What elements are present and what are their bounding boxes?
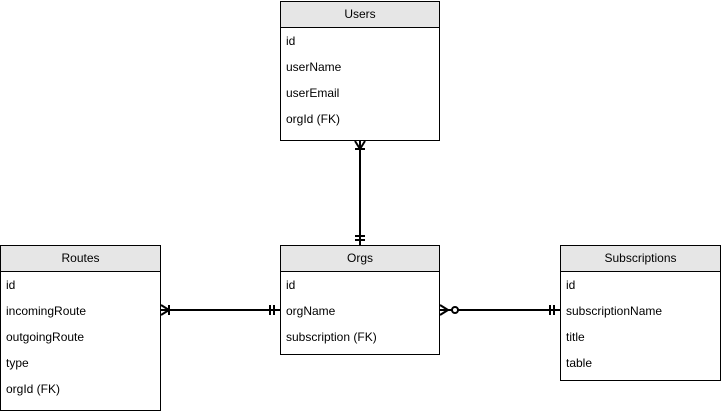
entity-subscriptions[interactable]: Subscriptions id subscriptionName title …: [560, 245, 721, 381]
crowfoot-zero-many-orgs: [439, 304, 459, 316]
field-users-id: id: [286, 34, 296, 48]
field-subscriptions-subscriptionname: subscriptionName: [566, 304, 663, 318]
field-subscriptions-table: table: [566, 356, 593, 370]
field-orgs-subscription: subscription (FK): [286, 330, 377, 344]
field-routes-type: type: [6, 356, 29, 370]
entity-fields-routes: id incomingRoute outgoingRoute type orgI…: [1, 272, 160, 402]
entity-fields-subscriptions: id subscriptionName title table: [561, 272, 720, 376]
field-orgs-id: id: [286, 278, 296, 292]
field-users-username: userName: [286, 60, 342, 74]
mark-one-mandatory-orgs-top: [355, 235, 365, 241]
entity-header-subscriptions: Subscriptions: [561, 246, 720, 272]
entity-header-orgs: Orgs: [281, 246, 439, 272]
relationship-users-orgs: [354, 140, 366, 245]
field-routes-orgid: orgId (FK): [6, 382, 61, 396]
field-subscriptions-id: id: [566, 278, 576, 292]
mark-one-mandatory-orgs-left: [269, 305, 275, 315]
entity-users[interactable]: Users id userName userEmail orgId (FK): [280, 1, 440, 141]
field-routes-outgoingroute: outgoingRoute: [6, 330, 85, 344]
crowfoot-many-users: [354, 140, 366, 150]
entity-fields-orgs: id orgName subscription (FK): [281, 272, 439, 350]
crowfoot-many-routes: [160, 304, 170, 316]
entity-fields-users: id userName userEmail orgId (FK): [281, 28, 439, 132]
relationship-routes-orgs: [160, 304, 280, 316]
field-users-useremail: userEmail: [286, 86, 340, 100]
entity-header-users: Users: [281, 2, 439, 28]
field-orgs-orgname: orgName: [286, 304, 336, 318]
field-subscriptions-title: title: [566, 330, 585, 344]
field-routes-id: id: [6, 278, 16, 292]
entity-header-routes: Routes: [1, 246, 160, 272]
entity-routes[interactable]: Routes id incomingRoute outgoingRoute ty…: [0, 245, 161, 411]
field-routes-incomingroute: incomingRoute: [6, 304, 87, 318]
entity-orgs[interactable]: Orgs id orgName subscription (FK): [280, 245, 440, 355]
relationship-orgs-subscriptions: [439, 304, 560, 316]
field-users-orgid: orgId (FK): [286, 112, 341, 126]
mark-one-mandatory-subscriptions: [549, 305, 555, 315]
